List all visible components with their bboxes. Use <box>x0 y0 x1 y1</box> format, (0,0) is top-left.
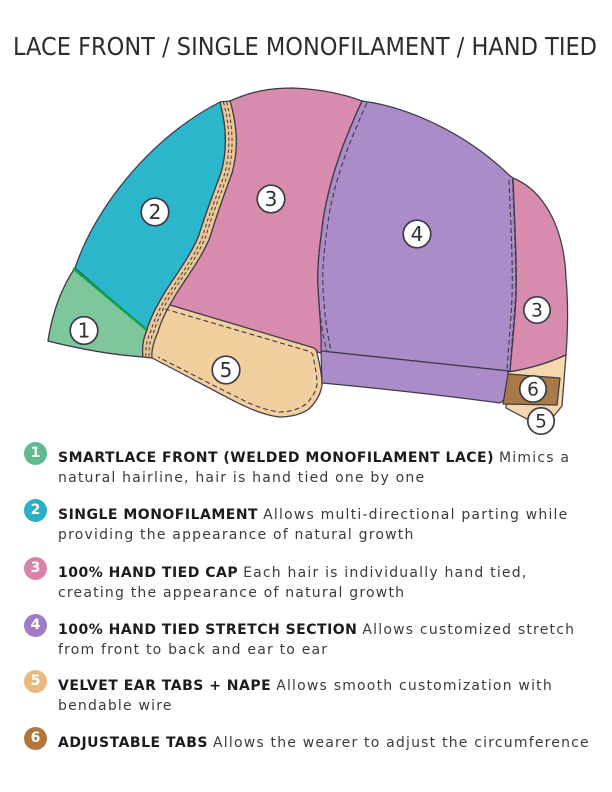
callout-circle-3 <box>522 295 552 325</box>
legend-bullet-6: 6 <box>24 727 47 750</box>
seam-lines-group <box>145 100 517 413</box>
legend-bullet-3: 3 <box>24 557 47 580</box>
legend-item-6: 6 ADJUSTABLE TABS Allows the wearer to ad… <box>24 727 606 754</box>
legend-desc-3: Each hair is individually hand tied, cre… <box>58 565 528 601</box>
legend-bullet-1: 1 <box>24 442 47 465</box>
title-area: LACE FRONT / SINGLE MONOFILAMENT / HAND … <box>13 32 597 61</box>
callout-number-5: 5 <box>535 412 547 433</box>
legend-label-6: ADJUSTABLE TABS <box>58 735 208 751</box>
seam-front-boundary-2 <box>322 102 368 352</box>
seam-back-boundary-2 <box>509 178 517 372</box>
legend-bullet-4: 4 <box>24 614 47 637</box>
legend-label-5: VELVET EAR TABS + NAPE <box>58 678 272 694</box>
legend-desc-5: Allows smooth customization with bendabl… <box>58 678 553 714</box>
legend-bullet-2: 2 <box>24 499 47 522</box>
legend-bullet-5: 5 <box>24 670 47 693</box>
callout-number-4: 4 <box>411 222 424 246</box>
strip-seam-left-group <box>145 101 230 358</box>
callout-number-3: 3 <box>265 187 278 211</box>
legend-item-1: 1 SMARTLACE FRONT (WELDED MONOFILAMENT L… <box>24 442 578 488</box>
legend-label-1: SMARTLACE FRONT (WELDED MONOFILAMENT LAC… <box>58 450 495 466</box>
callout-number-6: 6 <box>527 380 539 401</box>
callout-circle-6 <box>518 374 548 404</box>
lace-front-seam <box>72 267 149 332</box>
callout-circles: 1 2 3 4 5 3 6 5 <box>69 184 556 436</box>
legend-label-2: SINGLE MONOFILAMENT <box>58 507 259 523</box>
callout-circle-1 <box>69 315 99 346</box>
page-title: LACE FRONT / SINGLE MONOFILAMENT / HAND … <box>13 32 597 61</box>
callout-number-5: 5 <box>220 358 233 382</box>
callout-number-1: 1 <box>78 319 91 343</box>
strip-seam-right-group <box>148 101 233 358</box>
callout-number-2: 2 <box>149 200 162 224</box>
seam-back-boundary-1 <box>506 179 513 371</box>
callout-circle-2 <box>140 197 170 227</box>
seam-strip-left <box>145 101 230 358</box>
legend-desc-1: Mimics a natural hairline, hair is hand … <box>58 450 571 486</box>
section-hand-tied-cap-back <box>509 177 569 373</box>
seam-ear-tab <box>157 308 318 413</box>
legend-desc-4: Allows customized stretch from front to … <box>58 622 576 658</box>
callout-circle-3 <box>256 184 286 214</box>
legend-label-4: 100% HAND TIED STRETCH SECTION <box>58 622 358 638</box>
cap-sections-group <box>47 87 569 429</box>
wig-cap-diagram: 1 2 3 4 5 3 6 5 <box>47 87 569 436</box>
seam-front-boundary-1 <box>317 100 363 353</box>
legend-desc-6: Allows the wearer to adjust the circumfe… <box>213 735 590 751</box>
callout-number-3: 3 <box>531 301 543 322</box>
seam-strip-right <box>148 101 233 358</box>
callout-circle-5 <box>526 406 556 436</box>
callout-circle-5 <box>211 355 241 385</box>
legend-label-3: 100% HAND TIED CAP <box>58 565 239 581</box>
callout-circle-4 <box>402 219 432 249</box>
legend-desc-2: Allows multi-directional parting while p… <box>58 507 569 543</box>
lace-strip <box>142 100 237 359</box>
